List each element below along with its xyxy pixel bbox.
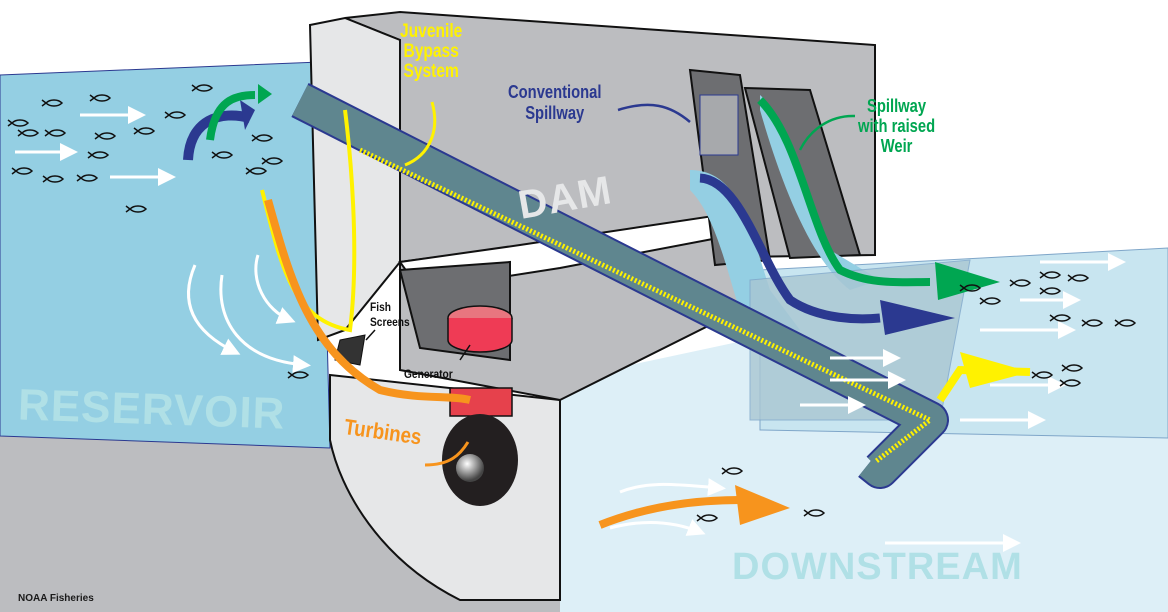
label-reservoir: RESERVOIR <box>17 380 287 439</box>
route-juvenile-bypass <box>260 109 357 333</box>
pointer-conventional <box>617 103 691 123</box>
label-generator: Generator <box>404 367 453 381</box>
conventional-spillway-gate <box>699 94 739 156</box>
reservoir-water <box>0 61 331 449</box>
credit-text: NOAA Fisheries <box>18 593 94 604</box>
label-line: Screens <box>370 315 410 329</box>
route-weir-downstream <box>757 97 931 287</box>
route-turbines <box>264 198 471 404</box>
label-juvenile-bypass-system: Juvenile Bypass System <box>400 22 462 82</box>
bypass-pipe-fill <box>292 84 947 487</box>
label-line: Spillway <box>867 96 927 116</box>
route-conventional-spillway <box>183 110 252 161</box>
label-fish-screens: Fish Screens <box>370 300 410 330</box>
pointer-weir <box>798 114 856 151</box>
pointer-fish-screens <box>365 329 376 341</box>
label-line: Juvenile <box>400 21 463 42</box>
turbine-ball <box>456 454 484 482</box>
route-weir-downstream-arrowhead <box>935 262 1000 300</box>
water-current-arrows <box>15 106 1126 552</box>
label-downstream: DOWNSTREAM <box>732 546 1023 588</box>
bypass-pipe-stripe <box>358 147 935 464</box>
fish-group <box>7 84 1137 522</box>
label-line: Weir <box>880 136 913 156</box>
label-spillway-with-raised-weir: Spillway with raised Weir <box>858 96 935 156</box>
route-conventional-downstream-arrowhead <box>880 300 955 335</box>
route-weir <box>206 91 256 141</box>
label-line: System <box>403 61 459 82</box>
route-turbines-arrowhead <box>735 485 790 525</box>
route-conventional-downstream <box>699 173 881 324</box>
label-line: Conventional <box>508 82 602 102</box>
route-bypass-exit-arrowhead <box>960 352 1030 388</box>
route-conventional-arrowhead <box>240 100 255 130</box>
route-turbines-exit <box>598 496 741 529</box>
pointer-bypass <box>404 101 437 167</box>
label-line: Spillway <box>525 103 585 123</box>
label-line: Bypass <box>403 41 459 62</box>
pointer-turbines <box>424 441 470 467</box>
pointer-generator <box>459 344 471 361</box>
label-conventional-spillway: Conventional Spillway <box>508 82 601 124</box>
label-line: with raised <box>858 116 936 136</box>
label-line: Fish <box>370 300 391 314</box>
route-weir-arrowhead <box>258 84 272 104</box>
generator-body <box>447 318 513 353</box>
